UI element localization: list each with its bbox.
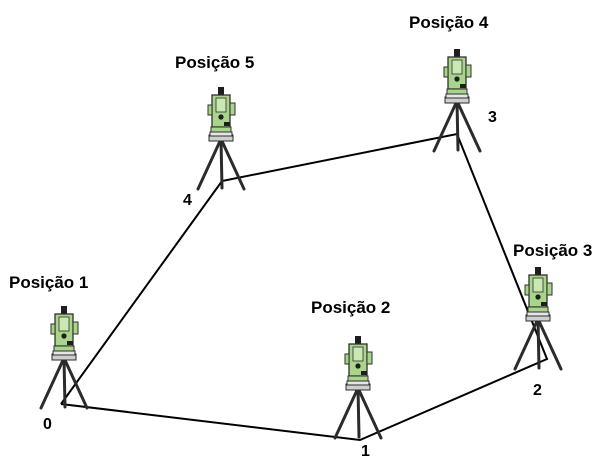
station-label-1: Posição 1 bbox=[9, 273, 89, 292]
station-5-instrument bbox=[196, 85, 246, 191]
station-4-instrument bbox=[432, 47, 482, 153]
station-3-instrument bbox=[513, 265, 563, 371]
point-label-0: 0 bbox=[43, 416, 52, 433]
traverse-line bbox=[60, 132, 549, 442]
point-label-1: 1 bbox=[361, 443, 370, 460]
point-label-4: 4 bbox=[183, 192, 192, 209]
station-label-2: Posição 2 bbox=[311, 298, 391, 317]
station-1-instrument bbox=[39, 304, 89, 410]
point-label-2: 2 bbox=[533, 382, 542, 399]
station-label-4: Posição 4 bbox=[409, 13, 489, 32]
station-label-5: Posição 5 bbox=[175, 53, 255, 72]
point-label-3: 3 bbox=[488, 109, 497, 126]
station-label-3: Posição 3 bbox=[513, 241, 593, 260]
station-2-instrument bbox=[333, 334, 383, 440]
